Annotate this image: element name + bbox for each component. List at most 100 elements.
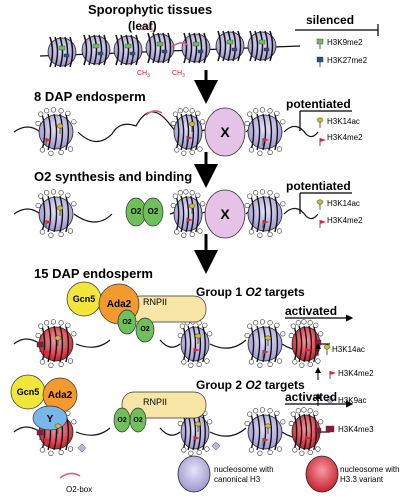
factor-x [204,189,246,239]
mark-h3k4me3 [314,427,322,434]
dna-wrap [65,195,70,233]
mark-h3k14ac [188,203,196,209]
histone-tail [39,359,46,365]
dna-wrap [53,325,58,363]
histone-tail [259,319,266,325]
histone-tail [276,358,283,364]
histone-tail [44,108,50,114]
dna-wrap [182,325,187,363]
histone-tail [204,358,210,364]
histone-tail [177,190,183,196]
histone-tail [267,231,273,237]
histone-tail [183,107,189,113]
histone-tail [307,449,313,456]
histone-tail [188,362,194,368]
dna-wrap [262,413,267,451]
mark-flag-h3k4me2 [263,438,269,442]
dna-wrap [298,325,303,363]
mark-flag-h3k4me2 [306,436,312,440]
histone-tail [71,419,77,425]
dna-wrap [274,113,279,151]
dna-wrap [190,113,195,151]
mark-h3k9ac [77,443,87,453]
mark-h3k14ac [56,123,64,129]
legend-mark-h3k9me2 [316,38,324,45]
factor-x-label-1: X [220,124,230,140]
histone-tail [48,150,54,156]
mark-h3k14ac [264,423,272,429]
panel1-title: Sporophytic tissues [88,2,212,17]
histone-tail [44,190,50,196]
dna-wrap [254,30,259,62]
histone-tail [65,322,71,328]
dna-wrap [103,34,108,66]
dna-wrap [47,325,52,363]
mark-h3k9ac-label: H3K9ac [338,396,366,405]
histone-tail [181,447,187,453]
dna-wrap [293,413,298,451]
dna-wrap [53,113,58,151]
panel5-group: Group 2 O2 targets [196,378,305,392]
histone-tail [58,320,64,326]
histone-tail [197,146,203,152]
panel3-title: O2 synthesis and binding [34,169,192,184]
mark-h3k4me3-label: H3K4me3 [338,425,374,434]
dna-wrap [65,325,70,363]
histone-tail [195,192,201,198]
mark-h3k14ac-label-1: H3K14ac [327,117,360,126]
o2-box-element [145,110,163,116]
dna-wrap [49,36,54,68]
dna-wrap [198,32,203,64]
mark-h3k27me2 [231,47,238,52]
dna-wrap [262,325,267,363]
histone-tail [71,119,77,125]
dna-wrap [135,34,140,66]
histone-tail [67,446,74,452]
dna-wrap [183,32,188,64]
legend-o2box-label: O2-box [66,485,92,494]
dna-wrap [303,413,308,451]
dna-wrap [268,113,273,151]
dna-wrap [202,413,206,451]
o2-label-5: O2 [117,417,126,424]
histone-tail [50,107,57,113]
histone-tail [259,407,266,413]
dna-wrap [202,325,206,363]
dna-wrap [227,30,232,62]
histone-tail [50,319,57,325]
dna-wrap [130,34,135,66]
mark-h3k14ac [54,335,62,341]
dna-wrap [185,195,190,233]
histone-tail [267,108,273,114]
histone-tail [248,229,254,235]
histone-tail [315,446,321,452]
o2-label-6: O2 [133,417,142,424]
dna-wrap [256,325,261,363]
o2-protein [129,407,147,433]
dna-wrap [262,195,267,233]
factor-x [204,107,246,157]
legend-variant-line2: H3.3 variant [340,475,384,484]
dna-wrap [157,32,162,64]
panel1-state-silenced: silenced [306,13,354,27]
histone-tail [257,362,263,368]
dna-wrap [59,195,64,233]
histone-tail [39,147,46,153]
dna-wrap [83,34,88,66]
dna-wrap [262,113,267,151]
histone-tail [307,361,313,368]
histone-tail [267,408,273,414]
histone-tail [35,120,41,127]
histone-tail [48,232,54,238]
mark-h3k14ac [264,335,272,341]
histone-tail [259,107,266,113]
legend-variant-nucleosome [305,455,339,493]
histone-tail [313,322,319,328]
dna-wrap [47,113,52,151]
mark-flag-h3k4me2 [46,220,52,224]
histone-tail [67,358,74,364]
histone-tail [299,362,305,368]
dna-wrap [175,195,180,233]
mark-h3k14ac [188,121,196,127]
